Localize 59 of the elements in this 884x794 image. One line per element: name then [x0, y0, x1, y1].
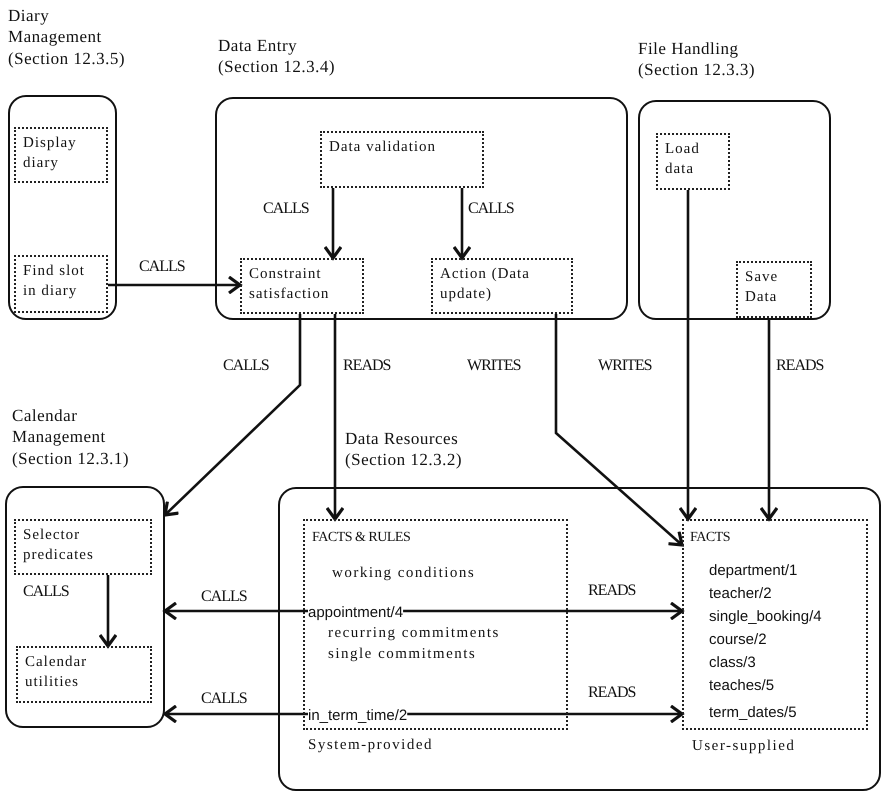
arrow [108, 275, 242, 295]
process-box [320, 131, 484, 188]
store-heading: FACTS [690, 530, 730, 547]
arrow [452, 188, 472, 260]
section-reference: (Section 12.3.4) [218, 56, 336, 78]
store-entry: single commitments [328, 645, 476, 663]
arrow [163, 704, 308, 724]
arrow [98, 575, 118, 648]
predicate-label: appointment/4 [308, 603, 404, 623]
box-label: Calendar utilities [25, 653, 88, 692]
arrow [163, 601, 308, 621]
store-entry: single_booking/4 [709, 608, 822, 626]
process-box [736, 261, 812, 318]
arrow [678, 190, 698, 521]
process-box [656, 133, 730, 190]
arrow [407, 704, 684, 724]
section-reference: (Section 12.3.1) [12, 448, 130, 469]
arrow [325, 314, 345, 521]
process-box [16, 646, 152, 703]
box-label: Action (Data update) [440, 265, 531, 304]
store-entry: class/3 [709, 654, 756, 672]
store-entry: teacher/2 [709, 585, 772, 603]
module-title: Data Entry [218, 35, 298, 56]
process-box [431, 258, 573, 314]
box-label: Save Data [745, 268, 780, 306]
predicate-label: in_term_time/2 [308, 706, 408, 726]
process-box [14, 255, 108, 313]
store-entry: teaches/5 [709, 677, 774, 695]
arrow [554, 314, 684, 547]
module-title: Calendar Management [12, 405, 107, 448]
store-entry: course/2 [709, 631, 767, 649]
box-label: Data validation [329, 138, 436, 157]
caption-text: System-provided [308, 736, 433, 754]
box-label: Display diary [23, 134, 78, 172]
section-reference: (Section 12.3.5) [8, 48, 126, 69]
module-title: Data Resources [345, 428, 458, 450]
box-label: Selector predicates [23, 526, 95, 564]
process-box [14, 127, 108, 183]
process-box [240, 258, 364, 314]
store-entry: term_dates/5 [709, 704, 797, 722]
arrow [403, 601, 684, 621]
store-heading: FACTS & RULES [312, 530, 410, 547]
store-entry: recurring commitments [328, 624, 500, 642]
box-label: Load data [665, 140, 701, 178]
box-label: Constraint satisfaction [249, 265, 330, 304]
module-title: Diary Management [8, 5, 103, 48]
caption-text: User-supplied [692, 737, 796, 755]
store-entry: working conditions [332, 564, 476, 582]
process-box [14, 519, 152, 575]
data-store-box [303, 519, 568, 730]
data-store-box [682, 519, 868, 730]
arrow [323, 188, 343, 260]
section-reference: (Section 12.3.2) [345, 449, 462, 470]
section-reference: (Section 12.3.3) [638, 59, 756, 80]
module-title: File Handling [638, 38, 738, 60]
store-entry: department/1 [709, 562, 798, 580]
arrow [163, 314, 302, 517]
box-label: Find slot in diary [23, 262, 86, 300]
arrow [759, 318, 779, 521]
